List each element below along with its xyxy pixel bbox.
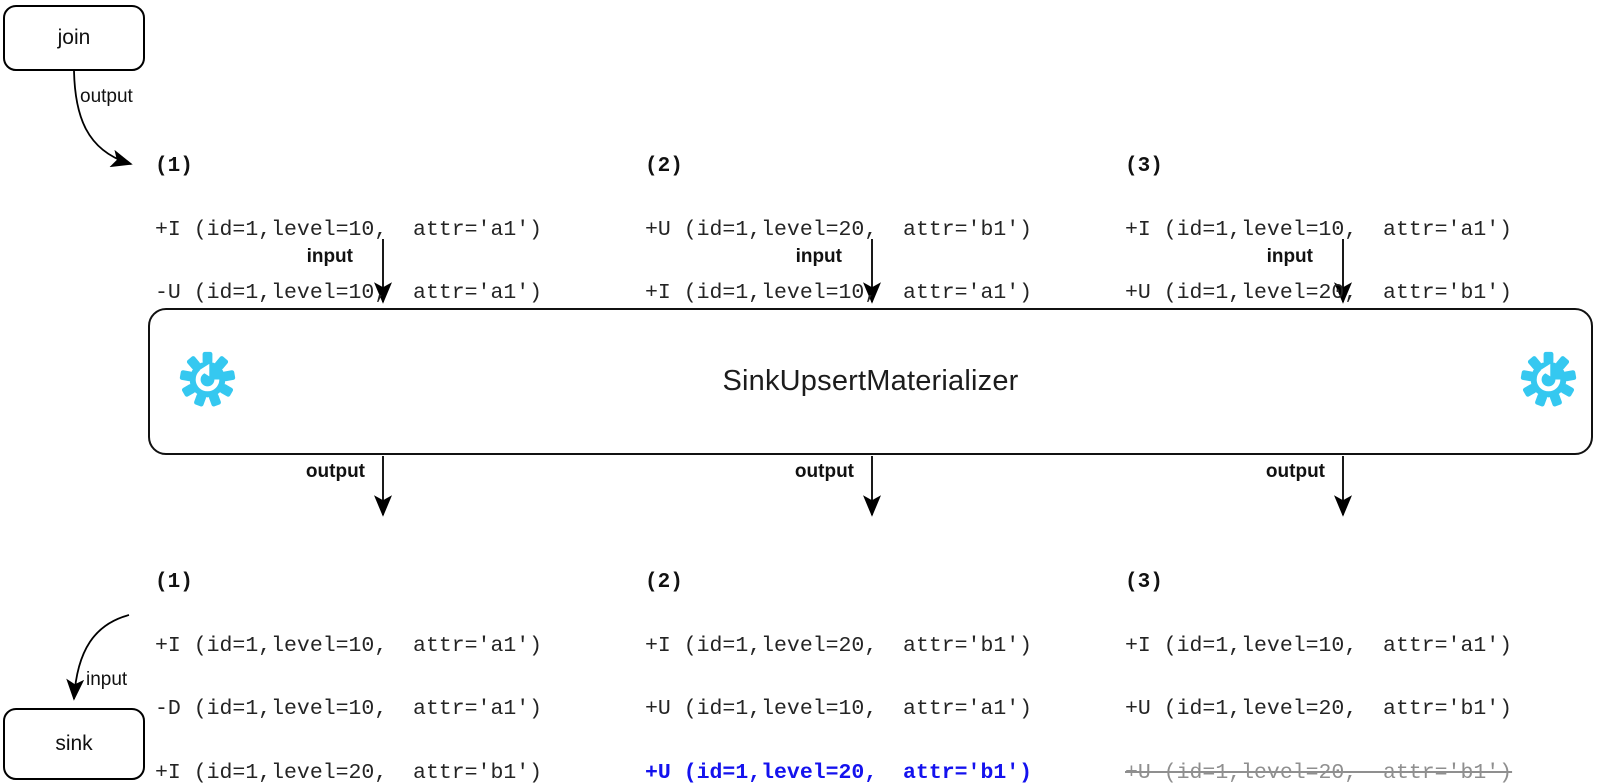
group-header: (2) [645,571,683,594]
changelog-row: +U (id=1,level=20, attr='b1') [645,217,1033,242]
changelog-row: -D (id=1,level=10, attr='a1') [155,697,543,721]
join-node-label: join [57,26,91,49]
changelog-row: +I (id=1,level=10, attr='a1') [155,217,543,242]
output-arrow-label-1: output [305,461,365,482]
changelog-row-struck: +U (id=1,level=20, attr='b1') [1125,760,1513,783]
changelog-row: +I (id=1,level=10, attr='a1') [155,633,543,658]
group-header: (2) [645,155,683,178]
changelog-row: +I (id=1,level=10, attr='a1') [1125,217,1513,242]
sink-upsert-materializer-box: SinkUpsertMaterializer [148,308,1593,455]
gear-sync-icon [179,351,236,407]
input-arrow-label-2: input [795,246,842,267]
changelog-row: +U (id=1,level=20, attr='b1') [1125,281,1513,305]
gear-sync-icon [1520,351,1577,407]
input-arrow-label-3: input [1266,246,1313,267]
changelog-row: +I (id=1,level=20, attr='b1') [155,760,543,783]
changelog-row: +U (id=1,level=10, attr='a1') [645,697,1033,721]
operator-title: SinkUpsertMaterializer [722,365,1019,397]
output-group-1: (1) +I (id=1,level=10, attr='a1') -D (id… [155,533,542,783]
join-node: join [3,5,145,71]
changelog-row: +U (id=1,level=20, attr='b1') [1125,697,1513,721]
changelog-row: +I (id=1,level=20, attr='b1') [645,633,1033,658]
output-group-2: (2) +I (id=1,level=20, attr='b1') +U (id… [645,533,1032,783]
changelog-row: -U (id=1,level=10, attr='a1') [155,281,543,305]
output-arrow-label-2: output [794,461,854,482]
changelog-row-highlighted: +U (id=1,level=20, attr='b1') [645,760,1033,783]
changelog-row: +I (id=1,level=10, attr='a1') [1125,633,1513,658]
sink-input-edge-label: input [86,669,128,690]
output-group-3: (3) +I (id=1,level=10, attr='a1') +U (id… [1125,533,1512,783]
group-header: (1) [155,155,193,178]
join-output-edge [73,70,133,168]
output-arrow-label-3: output [1265,461,1325,482]
sink-node: sink [3,708,145,780]
group-header: (1) [155,571,193,594]
join-output-edge-label: output [80,86,133,107]
input-group-1: (1) +I (id=1,level=10, attr='a1') -U (id… [155,117,542,407]
input-arrow-label-1: input [306,246,353,267]
group-header: (3) [1125,155,1163,178]
changelog-row: +I (id=1,level=10, attr='a1') [645,281,1033,305]
group-header: (3) [1125,571,1163,594]
sink-node-label: sink [55,732,93,755]
